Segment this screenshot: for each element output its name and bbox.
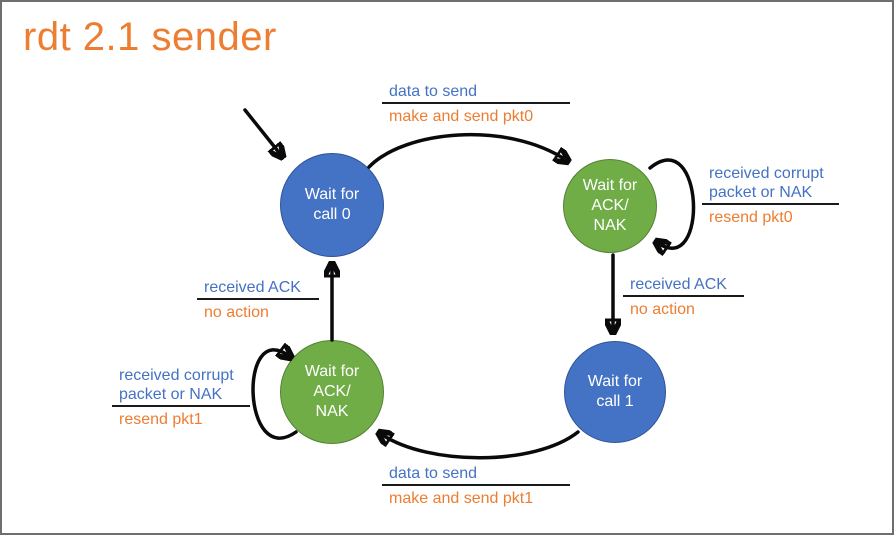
- page-title: rdt 2.1 sender: [23, 15, 277, 59]
- action-text: no action: [630, 301, 695, 318]
- transition-label-left-loop: received corrupt packet or NAK resend pk…: [112, 366, 250, 429]
- state-label: Wait for ACK/ NAK: [304, 363, 360, 420]
- state-wait-call-1: Wait for call 1: [564, 341, 666, 443]
- state-wait-ack-nak-1: Wait for ACK/ NAK: [280, 340, 384, 444]
- action-text: make and send pkt1: [389, 490, 534, 507]
- event-text: packet or NAK: [112, 385, 250, 407]
- transition-arrow-top: [367, 132, 566, 169]
- action-text: resend pkt0: [709, 209, 793, 226]
- state-label: Wait for call 1: [587, 373, 643, 410]
- event-text: received ACK: [623, 275, 744, 297]
- transition-label-bottom: data to send make and send pkt1: [382, 464, 570, 508]
- state-wait-call-0: Wait for call 0: [280, 153, 384, 257]
- action-text: resend pkt1: [119, 411, 203, 428]
- event-text: received corrupt: [119, 367, 234, 384]
- state-label: Wait for ACK/ NAK: [582, 177, 638, 234]
- transition-label-right-down: received ACK no action: [623, 275, 744, 319]
- state-label: Wait for call 0: [304, 186, 360, 223]
- transition-arrow-bottom: [381, 432, 580, 460]
- event-text: data to send: [382, 464, 570, 486]
- event-text: packet or NAK: [702, 183, 839, 205]
- initial-arrow: [243, 108, 281, 155]
- event-text: received ACK: [197, 278, 319, 300]
- event-text: received corrupt: [709, 165, 824, 182]
- action-text: make and send pkt0: [389, 108, 534, 125]
- transition-label-right-loop: received corrupt packet or NAK resend pk…: [702, 164, 839, 227]
- state-wait-ack-nak-0: Wait for ACK/ NAK: [563, 159, 657, 253]
- event-text: data to send: [382, 82, 570, 104]
- transition-label-top: data to send make and send pkt0: [382, 82, 570, 126]
- transition-label-left-up: received ACK no action: [197, 278, 319, 322]
- action-text: no action: [204, 304, 269, 321]
